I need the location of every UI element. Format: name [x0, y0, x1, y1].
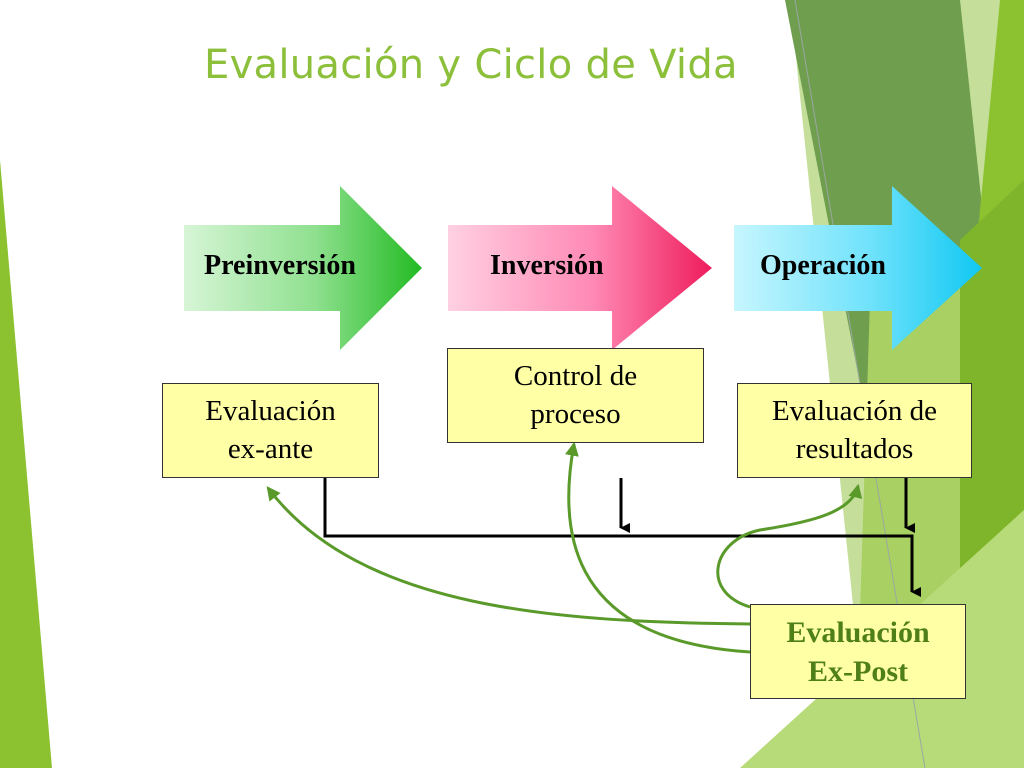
connector-ex-ante-to-ex-post [323, 478, 921, 597]
bg-shape-left [0, 160, 52, 768]
slide-title: Evaluación y Ciclo de Vida [204, 42, 738, 88]
box-evaluacion-de-resultados: Evaluación de resultados [737, 383, 972, 478]
feedback-arrow-to-ex-ante [266, 486, 751, 626]
phase-arrow-preinversion [184, 186, 422, 350]
phase-label-inversion: Inversión [490, 250, 604, 281]
box-resultados-line2: resultados [795, 432, 914, 465]
box-ex-ante-line1: Evaluación [205, 394, 336, 427]
feedback-arrow-to-control [565, 441, 751, 654]
box-resultados-line1: Evaluación de [771, 394, 938, 427]
box-control-de-proceso: Control de proceso [447, 348, 704, 443]
box-control-line2: proceso [530, 397, 621, 430]
phase-arrow-inversion [448, 186, 712, 350]
box-evaluacion-ex-ante: Evaluación ex-ante [162, 383, 379, 478]
box-control-line1: Control de [513, 359, 638, 392]
phase-label-operacion: Operación [760, 250, 886, 281]
box-ex-ante-line2: ex-ante [227, 432, 314, 465]
box-ex-post-line2: Ex-Post [808, 654, 908, 688]
box-ex-post-line1: Evaluación [786, 615, 930, 649]
phase-label-preinversion: Preinversión [204, 250, 356, 281]
feedback-arrow-to-resultados [716, 483, 863, 609]
box-evaluacion-ex-post: Evaluación Ex-Post [750, 604, 966, 699]
phase-arrow-operacion [734, 186, 982, 350]
